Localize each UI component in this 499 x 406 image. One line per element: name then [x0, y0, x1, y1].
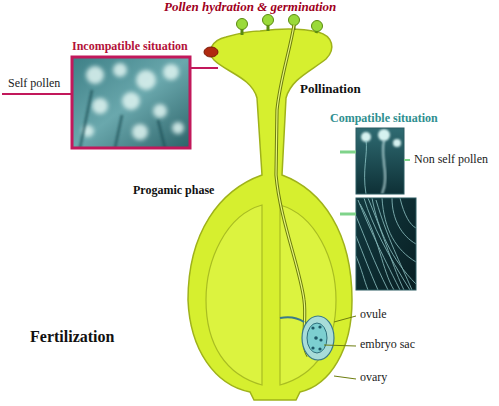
pointer-label: Non self pollen [414, 153, 488, 167]
situation-heading: Incompatible situation [72, 40, 188, 54]
ovule-shape [302, 316, 334, 360]
embryo-sac-shape [307, 323, 327, 353]
situation-heading: Compatible situation [330, 112, 438, 126]
leader-line [324, 345, 356, 346]
pointer-line [340, 151, 356, 154]
photo-frame [356, 198, 416, 290]
funiculus [280, 317, 304, 322]
leader-line [334, 316, 356, 322]
pollen-tube [276, 25, 308, 356]
embryo-sac-nuclei [311, 325, 322, 350]
photo-frame [356, 128, 404, 194]
phase-label: Fertilization [30, 328, 114, 346]
part-label: embryo sac [360, 338, 415, 352]
phase-label: Progamic phase [133, 184, 214, 198]
pointer-line [340, 213, 356, 216]
phase-label: Pollination [300, 82, 361, 97]
pointer-line [190, 67, 218, 69]
pollen-tube [276, 25, 308, 356]
leader-line [334, 376, 356, 379]
pointer-label: Self pollen [8, 77, 60, 91]
pointer-line [2, 93, 72, 95]
part-label: ovary [360, 371, 387, 385]
micrograph-compatible [356, 198, 416, 290]
micrograph-compatible [356, 128, 404, 194]
photo-frame [72, 57, 190, 148]
micrograph-incompatible [72, 57, 190, 148]
part-label: ovule [360, 308, 387, 322]
diagram-title: Pollen hydration & germination [164, 0, 336, 15]
pointer-line [404, 159, 410, 161]
stigma-papillae [237, 15, 323, 36]
self-pollen-grain [204, 47, 218, 57]
locule [206, 205, 262, 385]
